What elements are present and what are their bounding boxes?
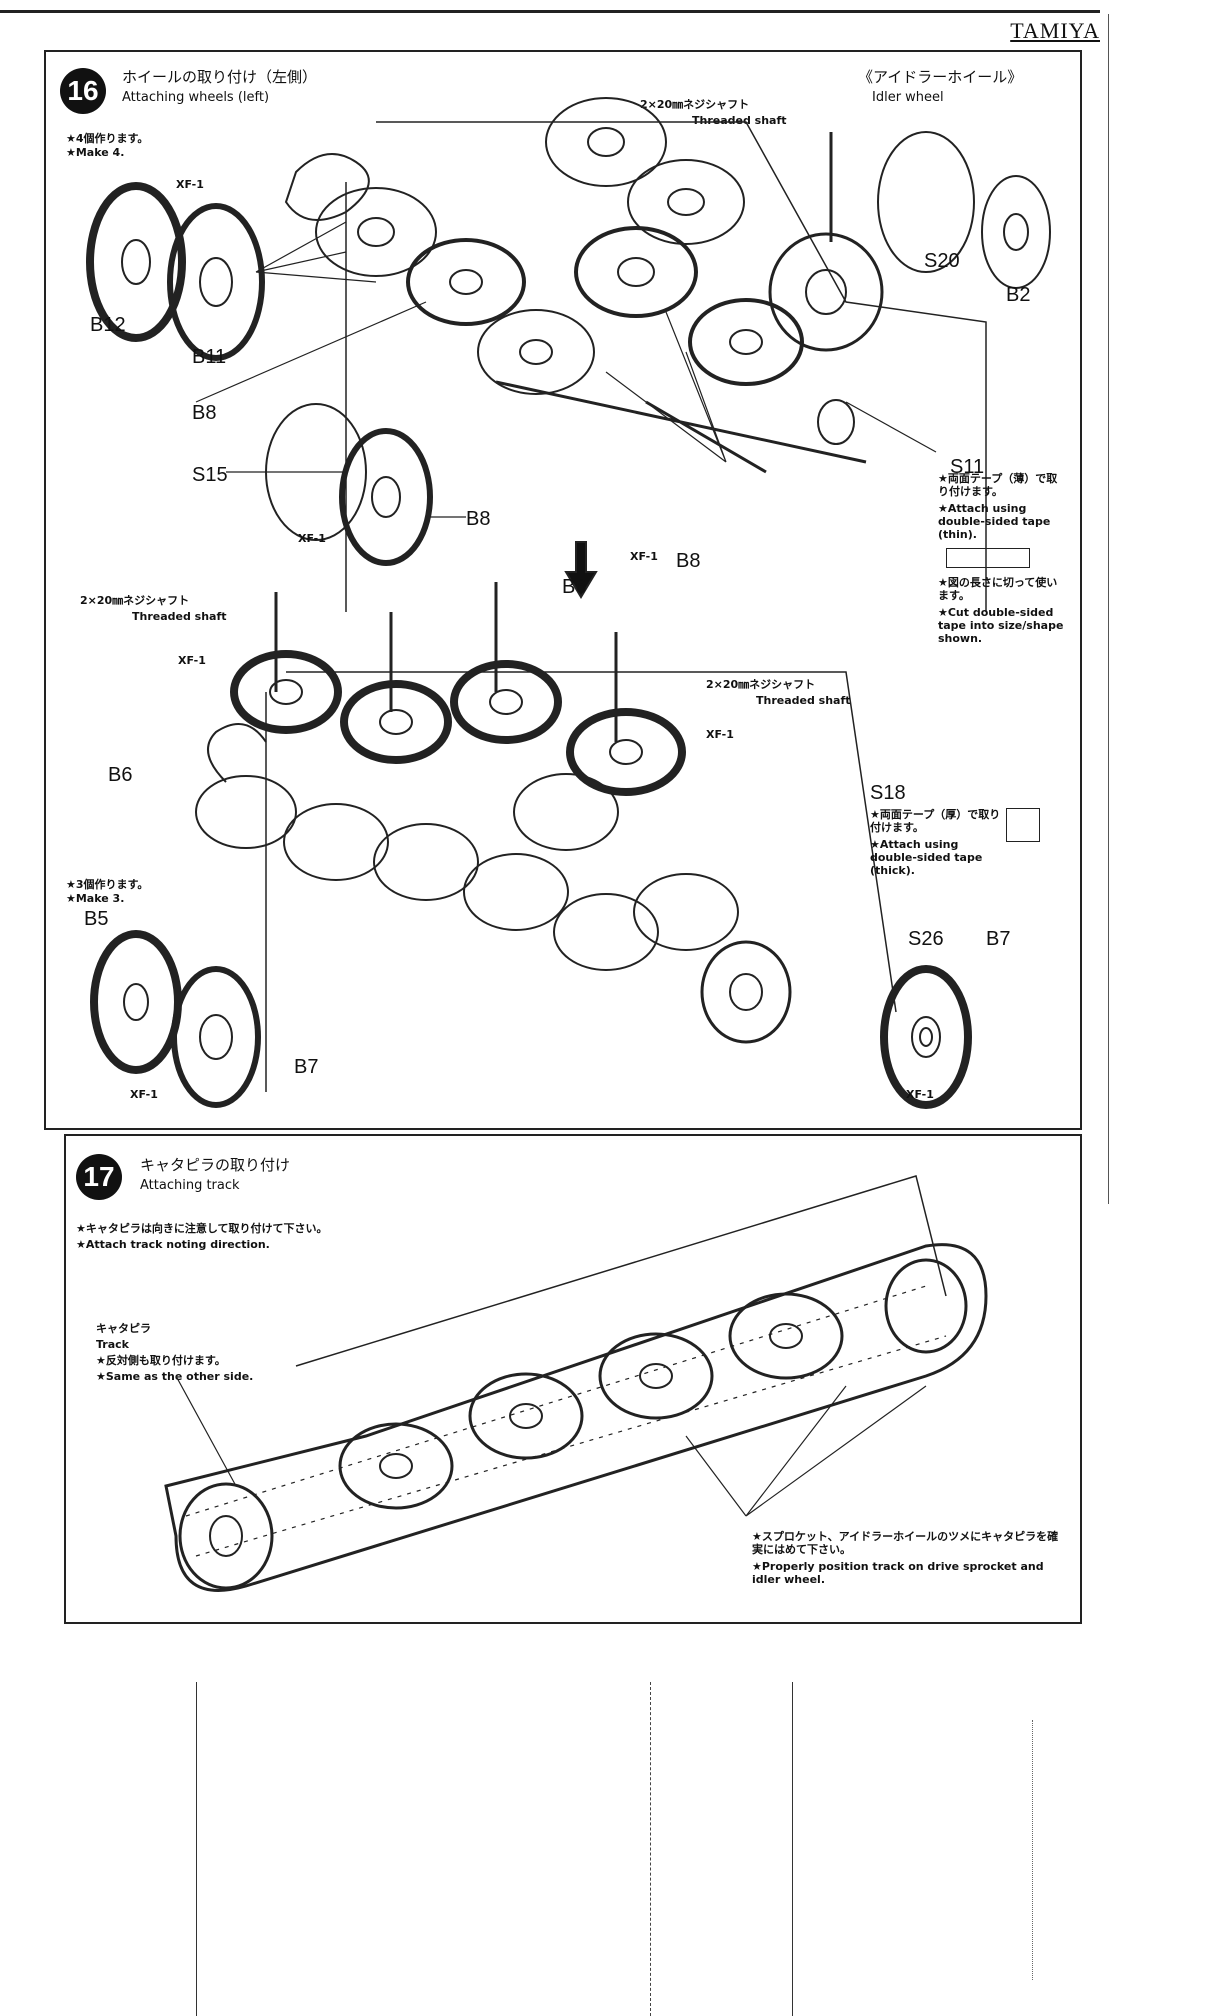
step-16-title-jp: ホイールの取り付け（左側） (122, 68, 318, 86)
shaft-left-jp: 2×20㎜ネジシャフト (80, 594, 190, 607)
idler-title-en: Idler wheel (872, 90, 944, 105)
paint-code-left: XF-1 (178, 654, 206, 667)
track-label-jp: キャタピラ (96, 1322, 151, 1335)
part-label-s26: S26 (908, 928, 944, 950)
margin-rule-1 (196, 1682, 197, 2016)
shaft-top-en: Threaded shaft (692, 114, 787, 127)
idler-title-jp: 《アイドラーホイール》 (858, 68, 1023, 86)
make4-en: ★Make 4. (66, 146, 125, 159)
margin-rule-3 (792, 1682, 793, 2016)
step-17-number: 17 (76, 1154, 122, 1200)
part-label-s11: S11 (950, 456, 985, 478)
brand-logo: TAMIYA (1010, 18, 1100, 43)
track-label-en: Track (96, 1338, 129, 1351)
paint-code-mid: XF-1 (298, 532, 326, 545)
part-label-b7-right: B7 (986, 928, 1011, 950)
track-direction-jp: ★キャタピラは向きに注意して取り付けて下さい。 (76, 1222, 328, 1235)
shaft-right-jp: 2×20㎜ネジシャフト (706, 678, 816, 691)
part-label-b6-left: B6 (108, 764, 133, 786)
part-label-b7-left: B7 (294, 1056, 319, 1078)
tape-thick-en: ★Attach using double-sided tape (thick). (870, 838, 983, 877)
make4-jp: ★4個作ります。 (66, 132, 149, 145)
step-17-drawing (164, 1175, 988, 1592)
part-label-b6-top: B6 (562, 576, 587, 598)
track-direction-en: ★Attach track noting direction. (76, 1238, 270, 1251)
paint-code-right: XF-1 (706, 728, 734, 741)
top-rule (0, 10, 1100, 13)
paint-code-bottom-right: XF-1 (906, 1088, 934, 1101)
part-label-b8-center: B8 (676, 550, 701, 572)
part-label-b8-bottom: B8 (466, 508, 491, 530)
tape-thick-jp: ★両面テープ（厚）で取り付けます。 (870, 808, 1001, 834)
part-label-s20: S20 (924, 250, 960, 272)
part-label-b8-left: B8 (192, 402, 217, 424)
tape-thick-shape (1006, 808, 1040, 842)
tape-thin-shape (946, 548, 1030, 568)
tape-thin-en: ★Attach using double-sided tape (thin). (938, 502, 1051, 541)
paint-code-bottom-left: XF-1 (130, 1088, 158, 1101)
step-17-panel: 17 キャタピラの取り付け Attaching track ★キャタピラは向きに… (64, 1134, 1082, 1624)
make3-jp: ★3個作ります。 (66, 878, 149, 891)
shaft-left-en: Threaded shaft (132, 610, 227, 623)
step-16-panel: 16 ホイールの取り付け（左側） Attaching wheels (left)… (44, 50, 1082, 1130)
shaft-right-en: Threaded shaft (756, 694, 851, 707)
shaft-top-jp: 2×20㎜ネジシャフト (640, 98, 750, 111)
make3-en: ★Make 3. (66, 892, 125, 905)
part-label-b5: B5 (84, 908, 109, 930)
sprocket-note-jp: ★スプロケット、アイドラーホイールのツメにキャタピラを確実にはめて下さい。 (752, 1530, 1059, 1556)
part-label-b2: B2 (1006, 284, 1031, 306)
other-side-jp: ★反対側も取り付けます。 (96, 1354, 226, 1367)
tape-thin-jp: ★両面テープ（薄）で取り付けます。 (938, 472, 1058, 498)
part-label-s18: S18 (870, 782, 906, 804)
margin-rule-2 (650, 1682, 651, 2016)
part-label-s15: S15 (192, 464, 228, 486)
step-17-title-en: Attaching track (140, 1178, 240, 1193)
cut-tape-en: ★Cut double-sided tape into size/shape s… (938, 606, 1064, 645)
step-17-title-jp: キャタピラの取り付け (140, 1156, 291, 1174)
part-label-b11: B11 (192, 346, 227, 368)
step-16-title-en: Attaching wheels (left) (122, 90, 270, 105)
step-16-number: 16 (60, 68, 106, 114)
margin-rule-4 (1032, 1720, 1033, 1980)
part-label-b12: B12 (90, 314, 126, 336)
cut-tape-jp: ★図の長さに切って使います。 (938, 576, 1058, 602)
paint-code-center: XF-1 (630, 550, 658, 563)
paint-code-top: XF-1 (176, 178, 204, 191)
step-16-drawing (86, 97, 1051, 1109)
sprocket-note-en: ★Properly position track on drive sprock… (752, 1560, 1044, 1586)
other-side-en: ★Same as the other side. (96, 1370, 254, 1383)
margin-rule-right (1108, 14, 1109, 1204)
